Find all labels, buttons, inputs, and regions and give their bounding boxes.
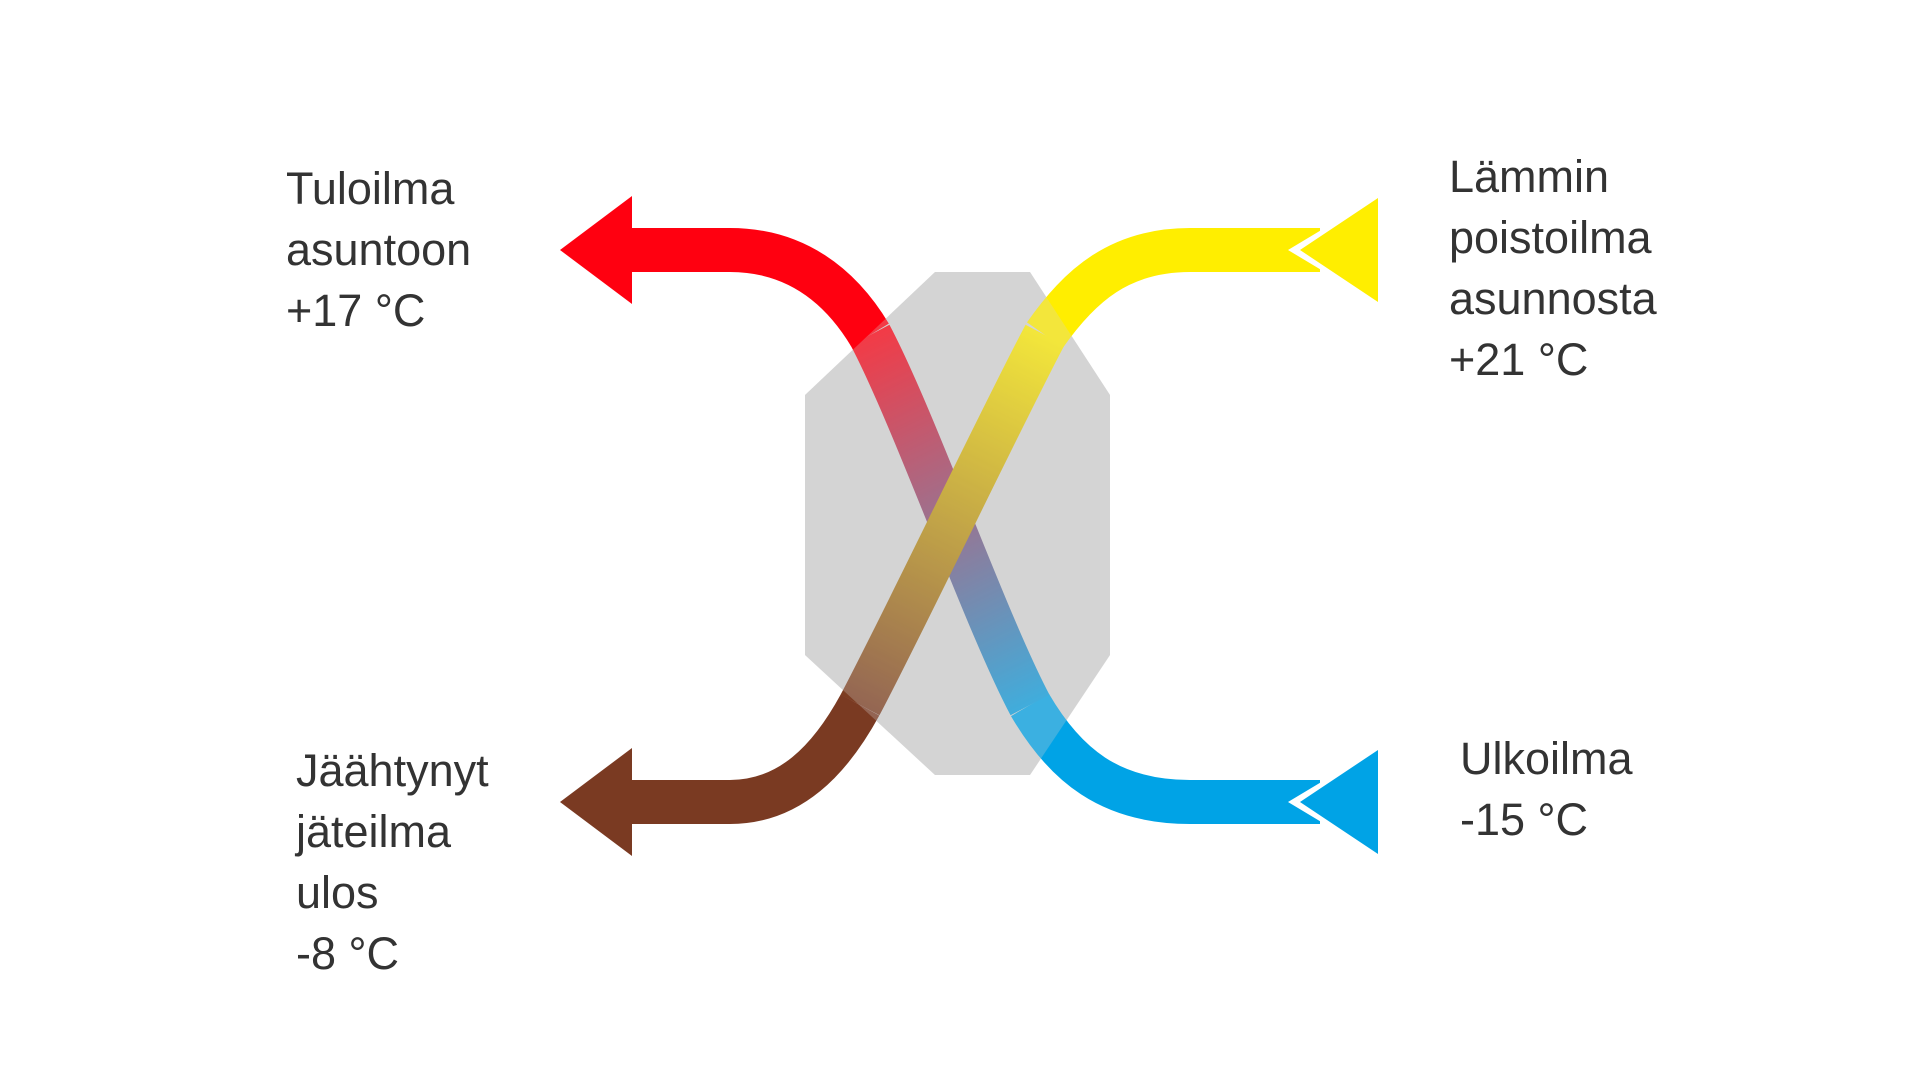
- exhaust-air-exchange-stream: [840, 324, 1065, 716]
- waste-air-temperature: -8 °C: [296, 928, 400, 979]
- exhaust-air-label: Lämmin poistoilma asunnosta +21 °C: [1449, 146, 1657, 390]
- outdoor-inlet-arrow: [1288, 748, 1378, 856]
- heat-exchanger-overlay: [805, 272, 1110, 775]
- waste-air-label-line-3: ulos: [296, 867, 379, 918]
- waste-air-arrowhead: [560, 748, 632, 856]
- exhaust-air-flow: [560, 228, 1320, 856]
- supply-air-label-line-1: Tuloilma: [286, 163, 455, 214]
- outdoor-air-inlet-arrowhead: [1300, 750, 1378, 854]
- supply-air-stream: [625, 228, 889, 347]
- exhaust-air-label-line-3: asunnosta: [1449, 273, 1657, 324]
- outdoor-air-label-line-1: Ulkoilma: [1460, 733, 1633, 784]
- waste-air-label: Jäähtynyt jäteilma ulos -8 °C: [296, 740, 489, 984]
- supply-air-arrowhead: [560, 196, 632, 304]
- supply-air-label: Tuloilma asuntoon +17 °C: [286, 158, 471, 341]
- exhaust-air-stream: [1026, 228, 1320, 348]
- exhaust-air-label-line-1: Lämmin: [1449, 151, 1610, 202]
- outdoor-air-temperature: -15 °C: [1460, 794, 1589, 845]
- waste-air-stream: [625, 694, 880, 824]
- exhaust-air-label-line-2: poistoilma: [1449, 212, 1652, 263]
- waste-air-label-line-1: Jäähtynyt: [296, 745, 489, 796]
- outdoor-air-stream: [1011, 693, 1320, 824]
- supply-air-temperature: +17 °C: [286, 285, 426, 336]
- outdoor-air-label: Ulkoilma -15 °C: [1460, 728, 1633, 850]
- exhaust-air-inlet-arrowhead: [1300, 198, 1378, 302]
- exhaust-air-temperature: +21 °C: [1449, 334, 1589, 385]
- waste-air-label-line-2: jäteilma: [296, 806, 452, 857]
- exhaust-inlet-arrow: [1288, 196, 1378, 304]
- supply-air-label-line-2: asuntoon: [286, 224, 472, 275]
